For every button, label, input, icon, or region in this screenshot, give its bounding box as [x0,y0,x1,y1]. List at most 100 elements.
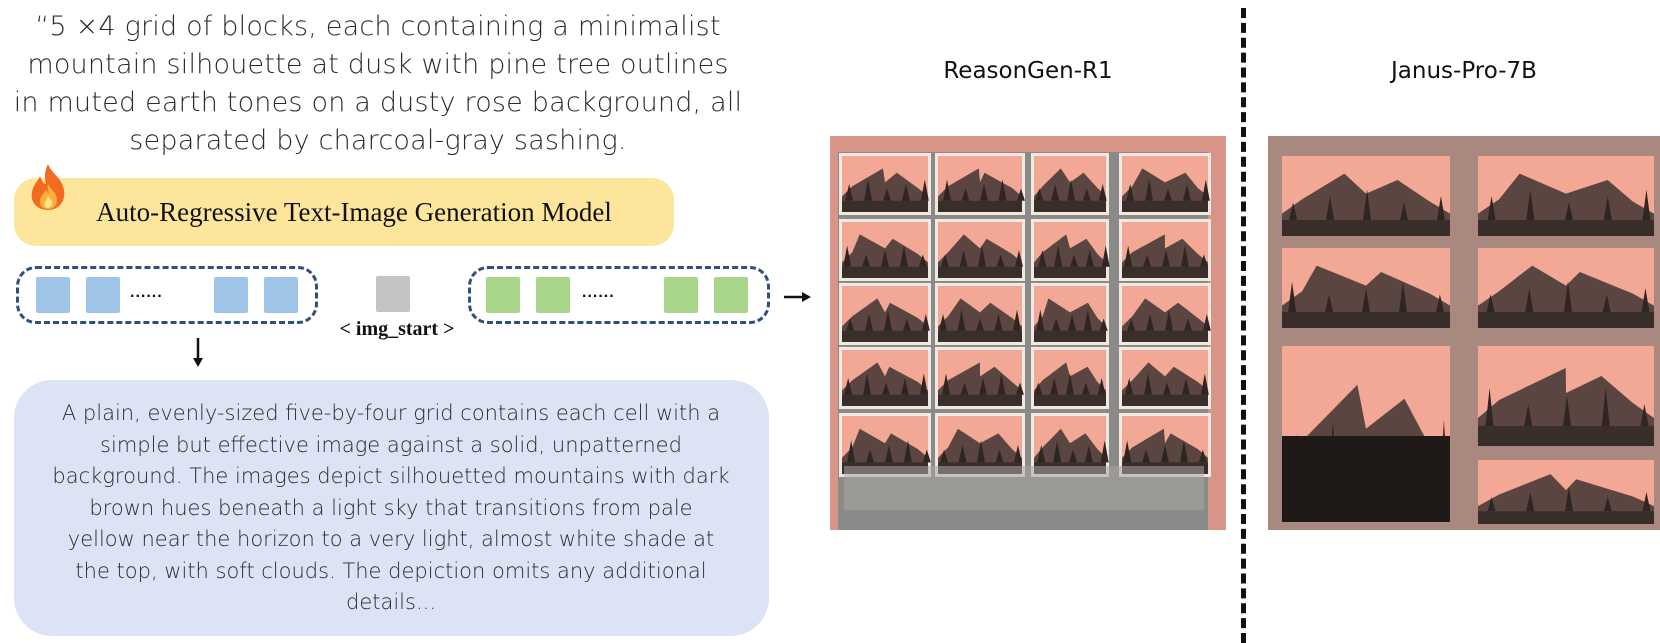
grid-cell-tree [1052,318,1061,331]
grid-cell-tree [1081,382,1090,395]
reasongen-title: ReasonGen-R1 [943,58,1113,84]
grid-cell-tree [1100,440,1109,463]
image-token [486,277,520,313]
grid-cell-tree [903,440,912,463]
image-token [536,277,570,313]
grid-cell-tree [922,449,931,463]
grid-cell-tree [920,179,929,201]
fire-icon [31,164,65,210]
grid-cell-tree [1050,378,1059,395]
janus-cell-ground [1478,511,1654,524]
grid-cell-tree [1013,445,1022,463]
grid-cell-tree [1051,184,1060,201]
grid-cell-ground [1034,200,1106,212]
grid-cell-tree [1126,184,1135,201]
grid-cell-tree [1016,188,1025,201]
janus-cell-ground [1478,220,1654,236]
janus-cell-ground [1478,312,1654,328]
grid-cell-ground [938,394,1022,406]
grid-cell-ground [842,200,928,212]
grid-cell-ground [1034,394,1106,406]
grid-cell-tree [976,318,984,331]
janus-cell-tree [1288,281,1297,312]
grid-cell-tree [1198,449,1207,463]
grid-cell-tree [899,245,908,267]
grid-cell-tree [866,449,875,463]
grid-cell-tree [1037,445,1046,463]
grid-cell-tree [977,440,985,463]
janus-cell-tree [1326,196,1335,220]
janus-cell-tree [1325,294,1334,312]
grid-cell-tree [1183,318,1192,331]
prompt-text: “5 ×4 grid of blocks, each containing a … [8,8,748,160]
grid-cell-tree [1068,314,1076,331]
grid-cell-tree [1123,440,1132,463]
janus-cell-ground [1478,426,1654,446]
grid-cell-tree [1182,184,1191,201]
grid-cell-tree [1202,314,1211,331]
ellipsis: ...... [130,284,163,301]
grid-cell-ground [842,330,928,342]
grid-cell-tree [1036,309,1045,331]
grid-cell-tree [1053,440,1062,463]
grid-cell-ground [1122,330,1208,342]
janus-cell-tree [1487,497,1496,512]
grid-cell-tree [939,314,948,331]
grid-cell-tree [1144,373,1153,395]
grid-cell-tree [1146,314,1155,331]
right-arrow-icon [784,292,811,302]
text-token [36,277,70,313]
janus-cell-tree [1289,202,1298,220]
grid-cell-tree [1012,309,1021,331]
grid-cell-tree [1181,378,1190,395]
grid-cell-tree [980,184,988,201]
janus-cell-tree [1399,202,1408,220]
grid-cell-tree [940,449,949,463]
grid-cell-tree [863,373,872,395]
grid-cell-tree [883,188,891,201]
description-line: A plain, evenly-sized five-by-four grid … [61,401,721,425]
image-token [664,277,698,313]
grid-cell-ground [1122,394,1208,406]
janus-cell-tree [1642,189,1651,220]
janus-cell-tree [1398,281,1407,312]
grid-cell-tree [1163,382,1171,395]
janus-cell-tree [1602,294,1611,312]
grid-cell-tree [1161,445,1169,463]
text-token [86,277,120,313]
grid-cell-tree [844,378,853,395]
grid-cell-tree [941,254,950,267]
dark-forest [1282,436,1450,522]
janus-title: Janus-Pro-7B [1391,58,1537,84]
grid-cell-tree [921,314,930,331]
grid-cell-tree [959,250,968,267]
janus-cell-tree [1362,288,1370,312]
janus-cell-tree [1603,497,1612,512]
reasongen-output-image [830,136,1226,530]
janus-cell-tree [1486,294,1495,312]
text-token [264,277,298,313]
janus-cell-tree [1563,396,1571,426]
grid-cell-tree [845,184,854,201]
janus-cell-tree [1485,388,1494,426]
grid-cell-tree [1143,254,1152,267]
grid-cell-tree [958,445,967,463]
janus-cell-ground [1282,312,1450,328]
grid-cell-tree [1199,254,1208,267]
description-text: A plain, evenly-sized five-by-four grid … [36,398,746,619]
grid-cell-tree [1179,440,1188,463]
grid-cell-ground [1034,330,1106,342]
bottom-fade [844,466,1204,510]
janus-cell-tree [1436,196,1445,220]
janus-grid-svg [1268,136,1660,530]
description-line: simple but effective image against a sol… [100,432,682,457]
img-start-label: < img_start > [339,318,455,340]
grid-cell-ground [1122,200,1208,212]
janus-cell-ground [1282,220,1450,236]
janus-cell-tree [1363,189,1371,220]
img-start-token [376,276,410,312]
grid-cell-tree [864,179,873,201]
grid-cell-tree [881,250,889,267]
grid-cell-tree [1014,250,1023,267]
grid-cell-tree [943,179,952,201]
